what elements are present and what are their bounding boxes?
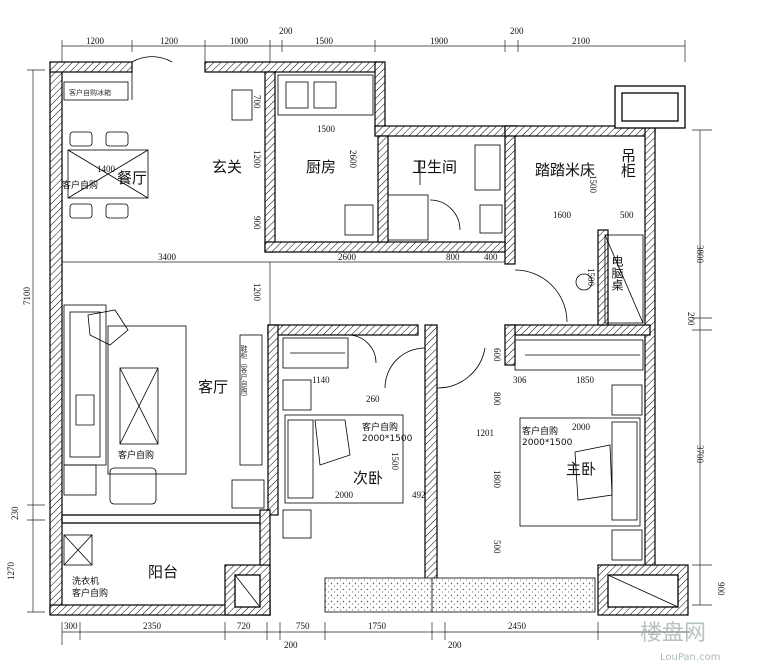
dim-1800: 1800: [492, 470, 502, 489]
dim-right-2: 200: [686, 312, 696, 326]
furniture: 客户自购冰箱: [63, 74, 679, 608]
dim-260: 260: [366, 394, 380, 404]
room-living: 客厅: [198, 378, 228, 396]
dim-2000-master: 2000: [572, 422, 591, 432]
dim-top-2: 1200: [160, 36, 179, 46]
dim-400: 400: [484, 252, 498, 262]
watermark-logo: 楼盘网: [640, 621, 706, 646]
dim-800: 800: [446, 252, 460, 262]
dim-600: 600: [492, 348, 502, 362]
dim-top-3: 1000: [230, 36, 249, 46]
room-tatami: 踏踏米床: [535, 161, 595, 179]
second-purchase-note: 客户自购: [362, 421, 398, 433]
dim-right-1: 3800: [695, 245, 705, 264]
dim-2600-h: 2600: [338, 252, 357, 262]
dim-bottom-8: 2450: [508, 621, 527, 631]
dim-left-2: 230: [10, 506, 20, 520]
dim-right-3: 3700: [695, 445, 705, 464]
dim-bottom-6: 1750: [368, 621, 387, 631]
room-master-bedroom: 主卧: [566, 460, 596, 478]
room-computer-desk: 电脑桌: [610, 255, 624, 292]
dim-1850: 1850: [576, 375, 595, 385]
dim-right-4: 900: [716, 582, 726, 596]
dim-1140: 1140: [312, 375, 330, 385]
second-bed-size: 2000*1500: [362, 434, 413, 444]
dim-1500-desk: 1500: [586, 268, 596, 287]
room-hanging-cabinet: 吊柜: [619, 148, 637, 178]
watermark: 楼盘网 LouPan.com: [640, 621, 720, 663]
dim-top-7: 200: [510, 26, 524, 36]
watermark-url: LouPan.com: [660, 652, 720, 663]
dim-700: 700: [252, 95, 262, 109]
fridge-label: 客户自购冰箱: [69, 88, 111, 97]
living-purchase-note: 客户自购: [118, 449, 154, 461]
dim-500-bottom: 500: [492, 540, 502, 554]
washing-machine-label: 洗衣机: [72, 575, 99, 587]
master-bed-size: 2000*1500: [522, 438, 573, 448]
dim-1600: 1600: [553, 210, 572, 220]
dim-1500-tatami: 1500: [588, 175, 598, 194]
room-second-bedroom: 次卧: [353, 469, 383, 487]
dim-bottom-2: 2350: [143, 621, 162, 631]
dim-bottom-5: 750: [296, 621, 310, 631]
dim-1200-a: 1200: [252, 150, 262, 169]
room-entrance: 玄关: [212, 158, 242, 176]
dim-1200-b: 1200: [252, 283, 262, 302]
dim-top-4: 200: [279, 26, 293, 36]
dim-bottom-4: 200: [284, 640, 298, 650]
dim-top-6: 1900: [430, 36, 449, 46]
dim-1500-second: 1500: [390, 452, 400, 471]
dim-492: 492: [412, 490, 426, 500]
walls: [49, 61, 689, 616]
dim-left-1: 7100: [22, 287, 32, 306]
shoe-cabinet-label: 鞋柜（客户自购）: [240, 344, 248, 401]
dim-bottom-3: 720: [237, 621, 251, 631]
dim-1201: 1201: [476, 428, 494, 438]
room-labels: 餐厅 客户自购 玄关 厨房 卫生间 踏踏米床 吊柜 客厅 客户自购 次卧 客户自…: [62, 148, 637, 599]
dim-2000-second: 2000: [335, 490, 354, 500]
room-balcony: 阳台: [148, 563, 178, 581]
doors: [131, 56, 568, 389]
master-purchase-note: 客户自购: [522, 425, 558, 437]
dim-500-top: 500: [620, 210, 634, 220]
balcony-purchase-note: 客户自购: [72, 587, 108, 599]
dim-3400: 3400: [158, 252, 177, 262]
dim-1500-kitchen: 1500: [317, 124, 336, 134]
dim-800-b: 800: [492, 392, 502, 406]
dim-1400: 1400: [97, 164, 116, 174]
dim-top-8: 2100: [572, 36, 591, 46]
dining-purchase-note: 客户自购: [62, 179, 98, 191]
dim-2600-v: 2600: [348, 150, 358, 169]
dim-top-1: 1200: [86, 36, 105, 46]
dim-900: 900: [252, 216, 262, 230]
dim-306: 306: [513, 375, 527, 385]
dim-bottom-7: 200: [448, 640, 462, 650]
room-dining: 餐厅: [117, 169, 147, 187]
room-bathroom: 卫生间: [412, 158, 457, 176]
dimension-labels: 1200 1200 1000 200 1500 1900 200 2100 30…: [6, 26, 726, 650]
dim-top-5: 1500: [315, 36, 334, 46]
dim-bottom-1: 300: [64, 621, 78, 631]
room-kitchen: 厨房: [306, 158, 336, 176]
dim-left-3: 1270: [6, 562, 16, 581]
